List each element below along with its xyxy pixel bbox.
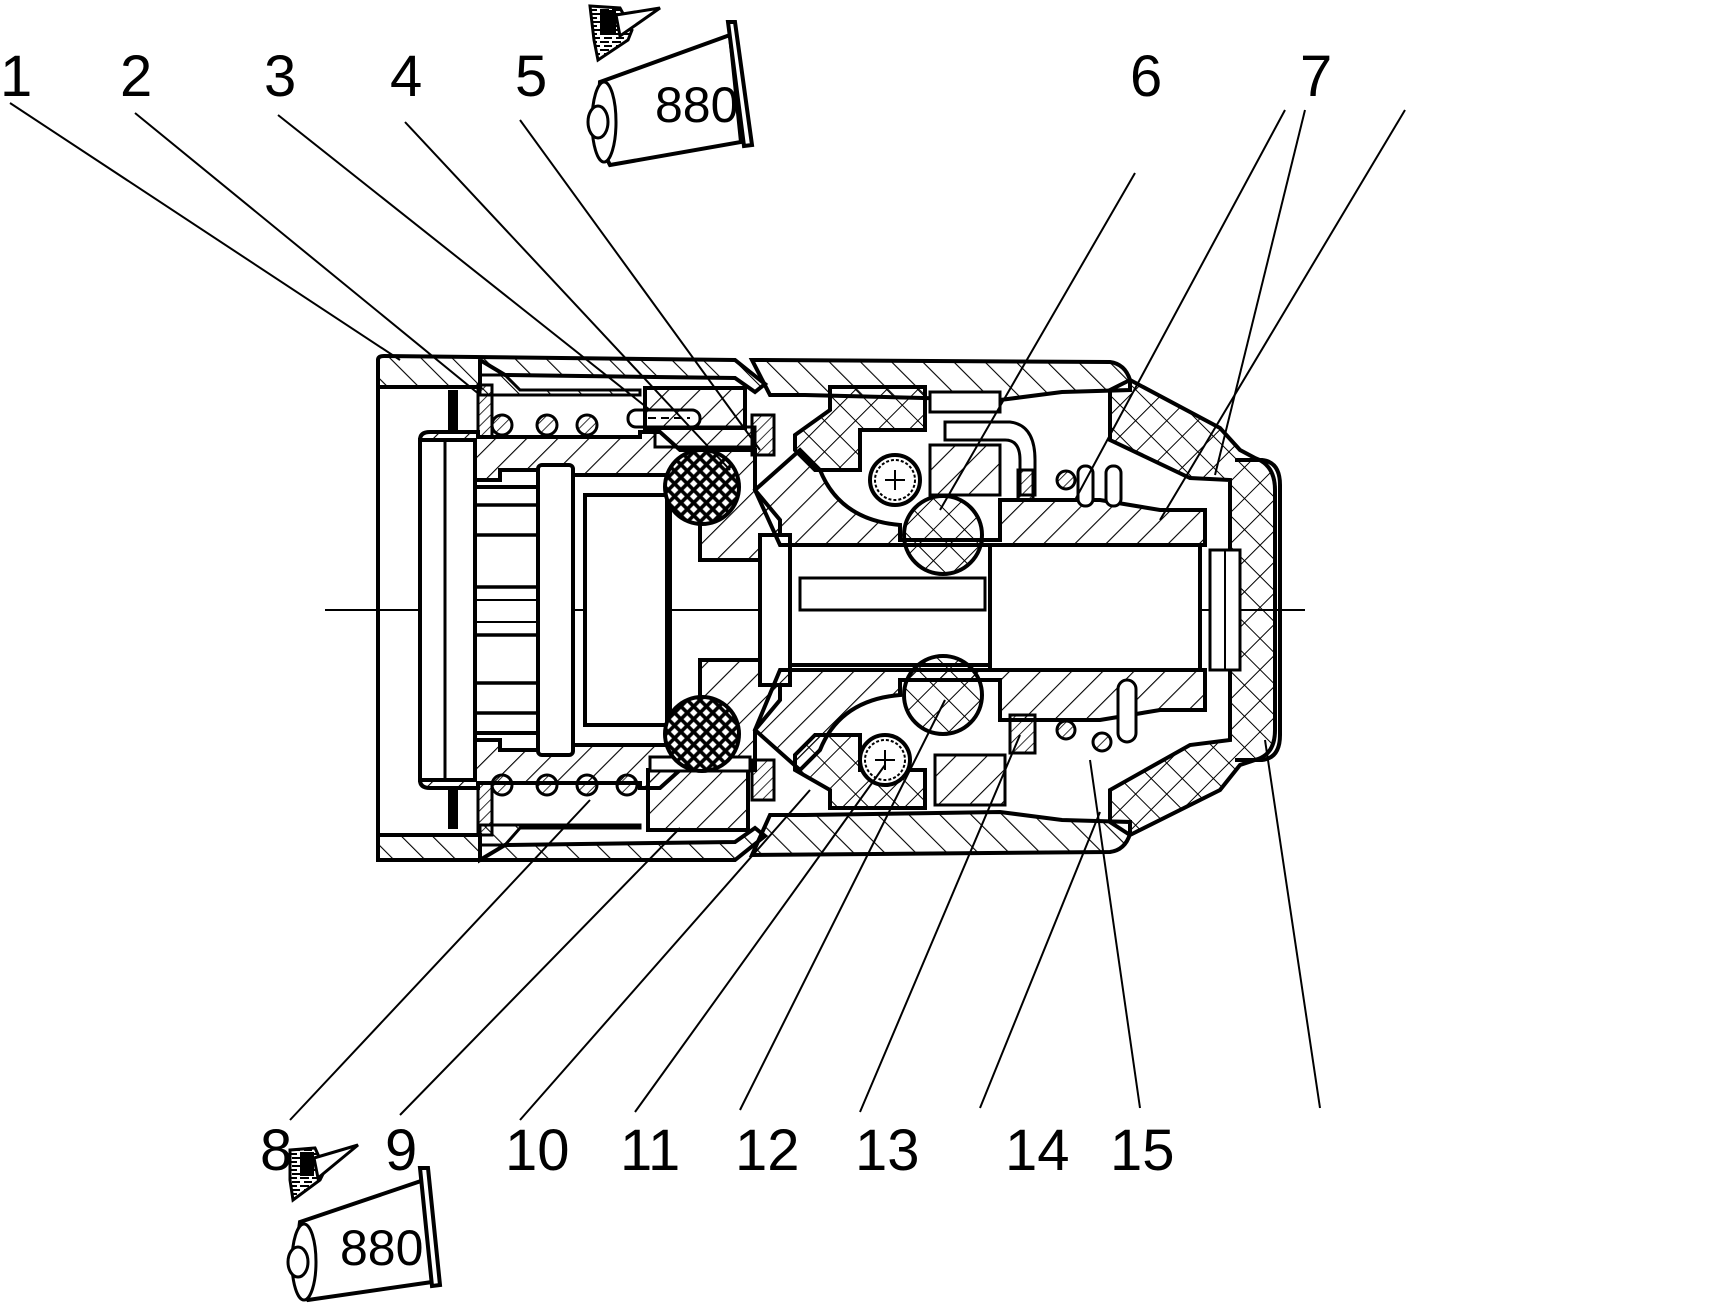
nose-cap [1108,377,1282,838]
drive-ball-top [902,494,984,576]
adhesive-tube-bottom: 880 [286,1143,443,1303]
callout-labels: 1 2 3 4 5 6 7 8 9 10 11 12 13 14 15 [0,44,1332,1183]
callout-13: 13 [855,1118,920,1183]
locking-ball-top [663,448,741,526]
leader-lines [9,102,1406,1121]
spline-bore [418,438,792,782]
left-washer-bottom [448,781,494,837]
callout-6: 6 [1130,44,1162,109]
callout-3: 3 [264,44,296,109]
callout-15: 15 [1110,1118,1175,1183]
callout-2: 2 [120,44,152,109]
lock-sleeve-top [928,390,1037,502]
roller-top [868,453,922,507]
lock-sleeve-bottom [933,713,1037,807]
spring-coils-right-top [1055,464,1123,508]
ring-block-top [643,386,757,449]
adhesive-tube-with-brush-icon: 880 [286,1143,443,1303]
spring-coils-right-bottom [1055,678,1138,753]
tube-label-top: 880 [655,77,738,133]
callout-8: 8 [260,1118,292,1183]
callout-1: 1 [0,44,32,109]
callout-9: 9 [385,1118,417,1183]
spindle-body [752,447,1207,773]
spring-coils-left-bottom [490,773,639,797]
roller-bottom [858,733,912,787]
callout-11: 11 [620,1118,680,1183]
callout-7: 7 [1300,44,1332,109]
callout-14: 14 [1005,1118,1070,1183]
drive-ball-bottom [902,654,984,736]
adhesive-tube-top: 880 [586,4,755,168]
spring-coils-left-top [490,413,599,437]
snap-ring-top [750,413,776,457]
callout-12: 12 [735,1118,800,1183]
locking-ball-bottom [663,695,741,773]
tube-label-bottom: 880 [340,1220,423,1276]
snap-ring-bottom [750,758,776,802]
left-washer-top [448,383,494,439]
guide-block-bottom [793,733,927,810]
callout-10: 10 [505,1118,570,1183]
callout-5: 5 [515,44,547,109]
guide-block-top [793,385,927,472]
adhesive-tube-with-brush-icon: 880 [586,4,755,168]
callout-4: 4 [390,44,422,109]
left-outer-sleeve [376,353,769,864]
